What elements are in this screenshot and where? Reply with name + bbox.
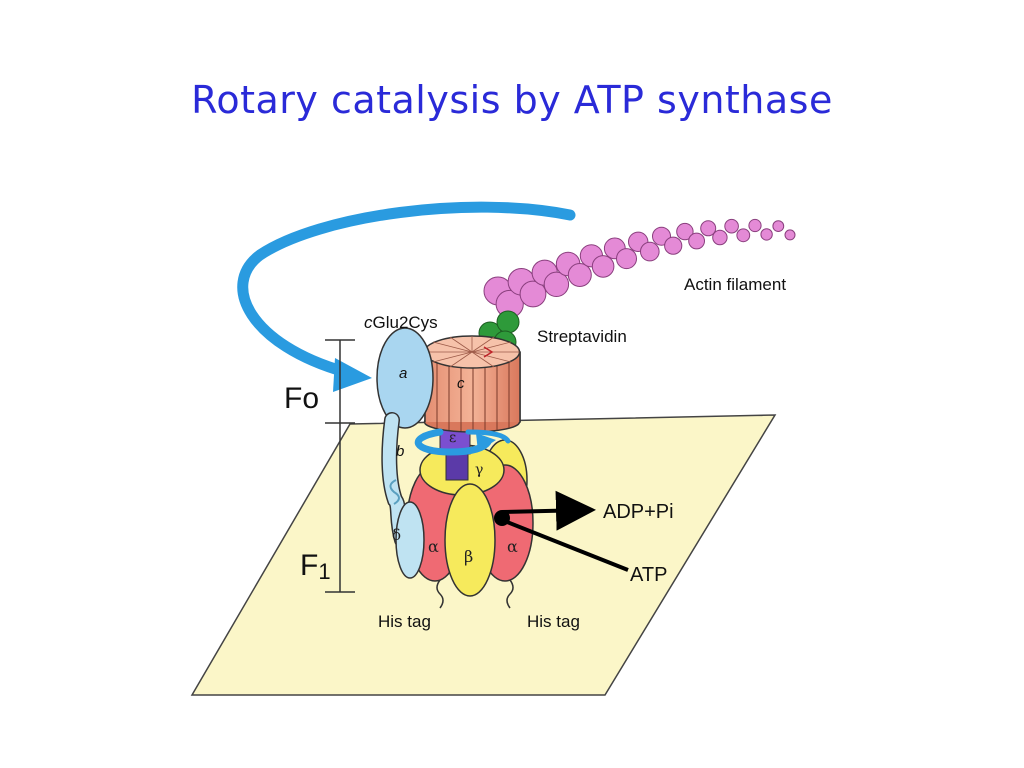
subunit-c-label: c — [457, 375, 465, 392]
subunit-a-label: a — [399, 365, 407, 382]
beta-subunit — [444, 483, 496, 597]
actin-bead — [688, 232, 705, 250]
actin-bead — [700, 220, 717, 237]
f1-label: F1 — [300, 549, 331, 584]
f1-label-main: F — [300, 549, 318, 582]
subunit-delta — [395, 501, 425, 579]
reaction-arrows — [494, 490, 629, 572]
cglu2cys-prefix: c — [364, 313, 373, 332]
actin-bead — [736, 228, 751, 243]
subunit-b-label: b — [396, 443, 404, 460]
actin-bead — [640, 241, 660, 262]
streptavidin-label: Streptavidin — [537, 327, 627, 346]
subunit-alpha-right-label: α — [507, 537, 518, 556]
subunit-alpha-left-label: α — [428, 537, 439, 556]
slide-title: Rotary catalysis by ATP synthase — [191, 78, 833, 122]
subunit-delta-label: δ — [392, 526, 401, 544]
actin-bead — [760, 228, 773, 241]
actin-bead — [543, 271, 570, 297]
actin-bead — [591, 255, 615, 278]
actin-bead — [676, 222, 694, 241]
actin-bead — [724, 218, 739, 234]
his-tag-left-label: His tag — [378, 612, 431, 631]
subunit-gamma-label: γ — [475, 462, 483, 478]
actin-bead — [748, 218, 762, 233]
actin-bead — [664, 236, 683, 255]
actin-bead — [712, 229, 728, 246]
his-tag-right-label: His tag — [527, 612, 580, 631]
actin-bead — [616, 248, 637, 270]
actin-bead — [772, 220, 785, 233]
fo-f1-bracket — [325, 339, 355, 593]
actin-bead — [519, 280, 547, 308]
stator — [376, 327, 434, 579]
subunit-beta-label: β — [464, 547, 473, 566]
subunit-epsilon-label: ε — [449, 430, 456, 446]
adp-pi-label: ADP+Pi — [603, 501, 674, 523]
f1-label-sub: 1 — [318, 559, 330, 584]
cglu2cys-rest: Glu2Cys — [373, 313, 438, 332]
subunit-a — [376, 327, 434, 429]
c-ring — [423, 335, 521, 433]
actin-filament — [483, 218, 796, 319]
proton-flow-arrow — [237, 201, 576, 392]
gamma-rotation-arrow — [414, 428, 511, 456]
actin-bead — [567, 263, 592, 287]
actin-bead — [784, 229, 796, 241]
cglu2cys-label: cGlu2Cys — [364, 313, 438, 332]
actin-filament-label: Actin filament — [684, 275, 786, 294]
fo-label: Fo — [284, 382, 319, 415]
atp-label: ATP — [630, 564, 667, 586]
